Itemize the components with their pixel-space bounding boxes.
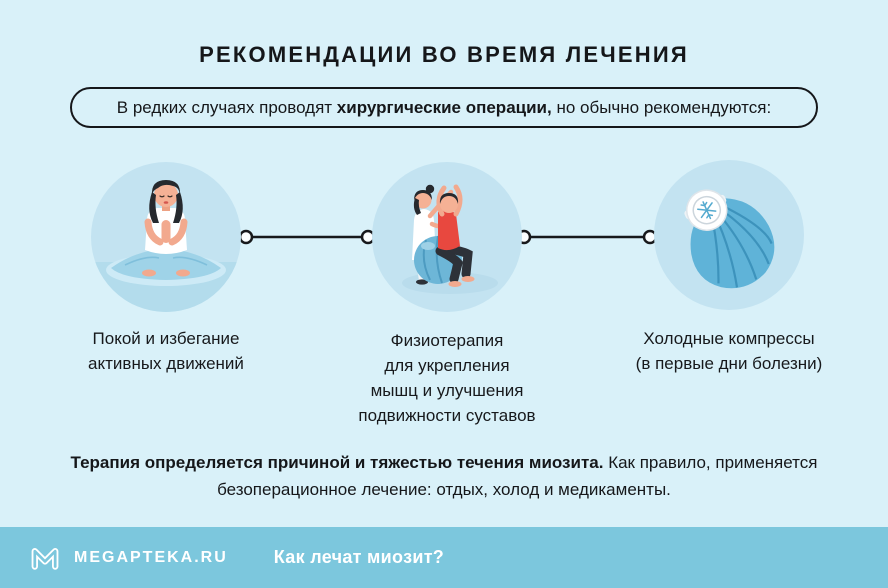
- recommendation-label-rest: Покой и избегание активных движений: [88, 329, 244, 373]
- summary-text: Терапия определяется причиной и тяжестью…: [66, 449, 822, 503]
- meditation-person-illustration: [91, 180, 241, 312]
- intro-suffix: но обычно рекомендуются:: [551, 97, 772, 117]
- physiotherapy-illustration: [402, 184, 498, 294]
- illustration-circle-physiotherapy: [372, 162, 522, 312]
- intro-bold: хирургические операции,: [336, 97, 552, 117]
- footer-bar: MEGAPTEKA.RU Как лечат миозит?: [0, 527, 888, 588]
- summary-regular: Как правило, применяется безоперационное…: [217, 453, 818, 499]
- intro-text: В редких случаях проводят хирургические …: [117, 98, 771, 118]
- intro-prefix: В редких случаях проводят: [116, 97, 337, 117]
- summary-bold: Терапия определяется причиной и тяжестью…: [70, 453, 604, 472]
- recommendation-label-cold-compress: Холодные компрессы (в первые дни болезни…: [635, 329, 823, 373]
- footer-brand: MEGAPTEKA.RU: [74, 548, 228, 566]
- recommendation-label-physiotherapy: Физиотерапия для укрепления мышц и улучш…: [358, 331, 536, 425]
- snowflake-icon: [697, 201, 717, 220]
- illustration-circle-rest: [91, 162, 241, 312]
- illustration-circle-cold-compress: [654, 160, 804, 310]
- megapteka-m-logo-icon: [31, 547, 59, 570]
- footer-question-link[interactable]: Как лечат миозит?: [273, 547, 445, 567]
- cold-compress-illustration: [684, 189, 775, 289]
- intro-pill: В редких случаях проводят хирургические …: [70, 87, 818, 128]
- page-title: РЕКОМЕНДАЦИИ ВО ВРЕМЯ ЛЕЧЕНИЯ: [199, 42, 689, 67]
